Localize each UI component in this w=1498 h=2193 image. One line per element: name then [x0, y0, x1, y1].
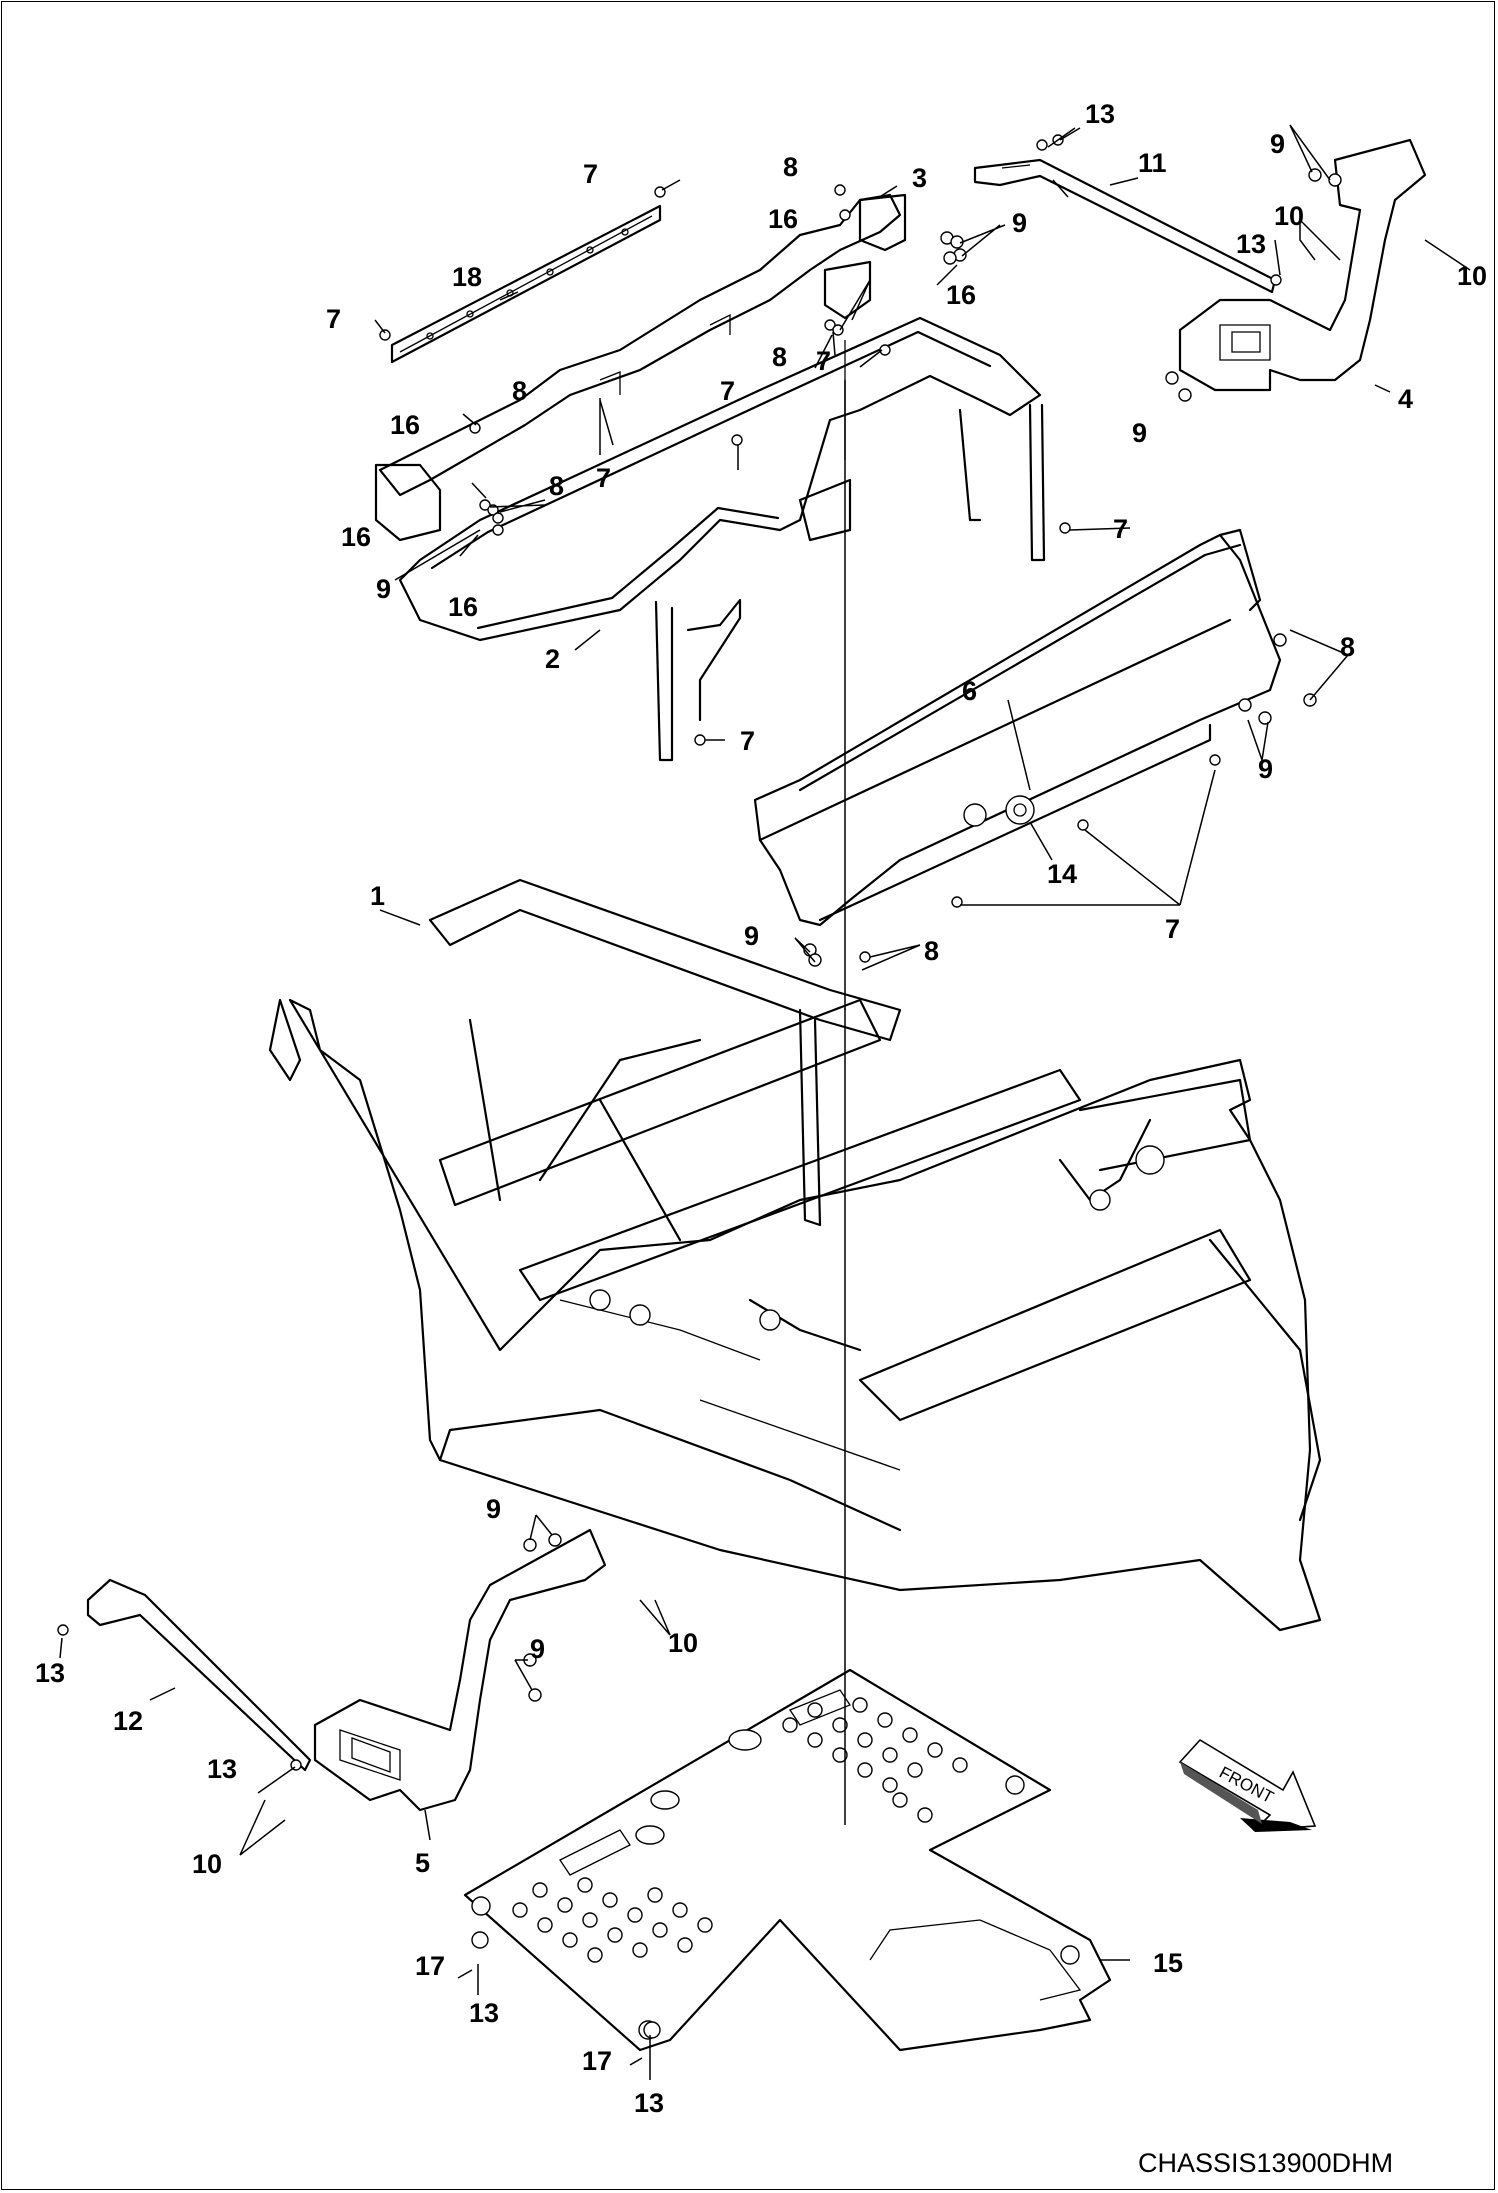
- part-18-rail: [390, 204, 662, 364]
- callout-9: 9: [1270, 129, 1285, 159]
- callout-8: 8: [512, 376, 527, 406]
- drawing-code: CHASSIS13900DHM: [1138, 2148, 1393, 2178]
- callout-6: 6: [962, 676, 977, 706]
- callout-9: 9: [376, 574, 391, 604]
- callout-7: 7: [596, 463, 611, 493]
- callout-16: 16: [390, 410, 420, 440]
- callout-13: 13: [1236, 229, 1266, 259]
- part-15-skid-plate: [463, 1668, 1112, 2052]
- callout-13: 13: [1085, 99, 1115, 129]
- part-1-main-chassis: [268, 878, 1322, 1632]
- callout-16: 16: [768, 204, 798, 234]
- callout-7: 7: [816, 346, 831, 376]
- leader-lines: [59, 124, 1471, 2080]
- callout-9: 9: [1132, 418, 1147, 448]
- callout-8: 8: [549, 471, 564, 501]
- callout-7: 7: [326, 304, 341, 334]
- callout-3: 3: [912, 163, 927, 193]
- callout-7: 7: [1113, 514, 1128, 544]
- callout-15: 15: [1153, 1948, 1183, 1978]
- part-11-cross-bar: [973, 158, 1277, 294]
- callout-8: 8: [924, 936, 939, 966]
- callout-9: 9: [1012, 208, 1027, 238]
- callout-14: 14: [1047, 859, 1077, 889]
- part-12-cross-bar: [86, 1578, 312, 1772]
- part-3-upper-rail: [374, 193, 907, 542]
- callout-13: 13: [207, 1754, 237, 1784]
- callout-7: 7: [720, 376, 735, 406]
- callout-16: 16: [946, 280, 976, 310]
- part-5-step-left: [313, 1528, 607, 1812]
- callout-7: 7: [740, 726, 755, 756]
- callout-10: 10: [192, 1849, 222, 1879]
- front-arrow-icon: FRONT: [1178, 1738, 1317, 1832]
- hardware-fasteners: [57, 134, 1342, 2039]
- callout-17: 17: [582, 2046, 612, 2076]
- callout-8: 8: [783, 152, 798, 182]
- callout-13: 13: [634, 2088, 664, 2118]
- callout-13: 13: [469, 1998, 499, 2028]
- callout-10: 10: [668, 1628, 698, 1658]
- callout-9: 9: [486, 1494, 501, 1524]
- callout-7: 7: [1165, 914, 1180, 944]
- callout-18: 18: [452, 262, 482, 292]
- callout-16: 16: [448, 592, 478, 622]
- callout-11: 11: [1138, 148, 1167, 178]
- callout-10: 10: [1457, 261, 1487, 291]
- callout-5: 5: [415, 1848, 430, 1878]
- callout-17: 17: [415, 1951, 445, 1981]
- callout-2: 2: [545, 644, 560, 674]
- callout-8: 8: [1340, 632, 1355, 662]
- callout-4: 4: [1398, 384, 1413, 414]
- callout-10: 10: [1274, 201, 1304, 231]
- callout-1: 1: [370, 881, 385, 911]
- callout-9: 9: [1258, 754, 1273, 784]
- callout-16: 16: [341, 522, 371, 552]
- callout-12: 12: [113, 1706, 143, 1736]
- part-4-step-right: [1178, 138, 1427, 392]
- part-6-dash-support: [753, 528, 1282, 927]
- callout-9: 9: [530, 1634, 545, 1664]
- callout-8: 8: [772, 342, 787, 372]
- callout-7: 7: [583, 159, 598, 189]
- callout-13: 13: [35, 1658, 65, 1688]
- callout-numbers: 1 2 3 4 5 6 14 15 11 12 18 7 7 7 7 7 7 7…: [35, 99, 1487, 2118]
- callout-9: 9: [744, 921, 759, 951]
